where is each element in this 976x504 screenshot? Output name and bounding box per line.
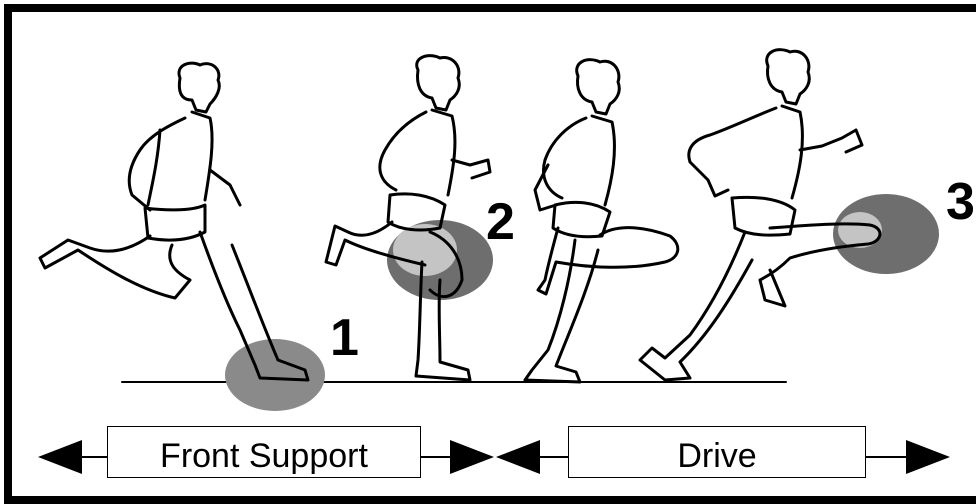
phase-label-front-support: Front Support [107,426,421,478]
drive-arrow-right-head [906,440,950,474]
front-support-arrow-left-head [38,440,82,474]
front-support-arrow-right-head [450,440,494,474]
marker-1: 1 [330,312,359,364]
marker-2: 2 [486,196,515,248]
phase-label-drive: Drive [568,426,866,478]
runner-figure-3 [525,60,678,382]
marker-3: 3 [946,176,975,228]
highlight-2-light [393,224,457,276]
runner-figure-1 [40,63,308,380]
